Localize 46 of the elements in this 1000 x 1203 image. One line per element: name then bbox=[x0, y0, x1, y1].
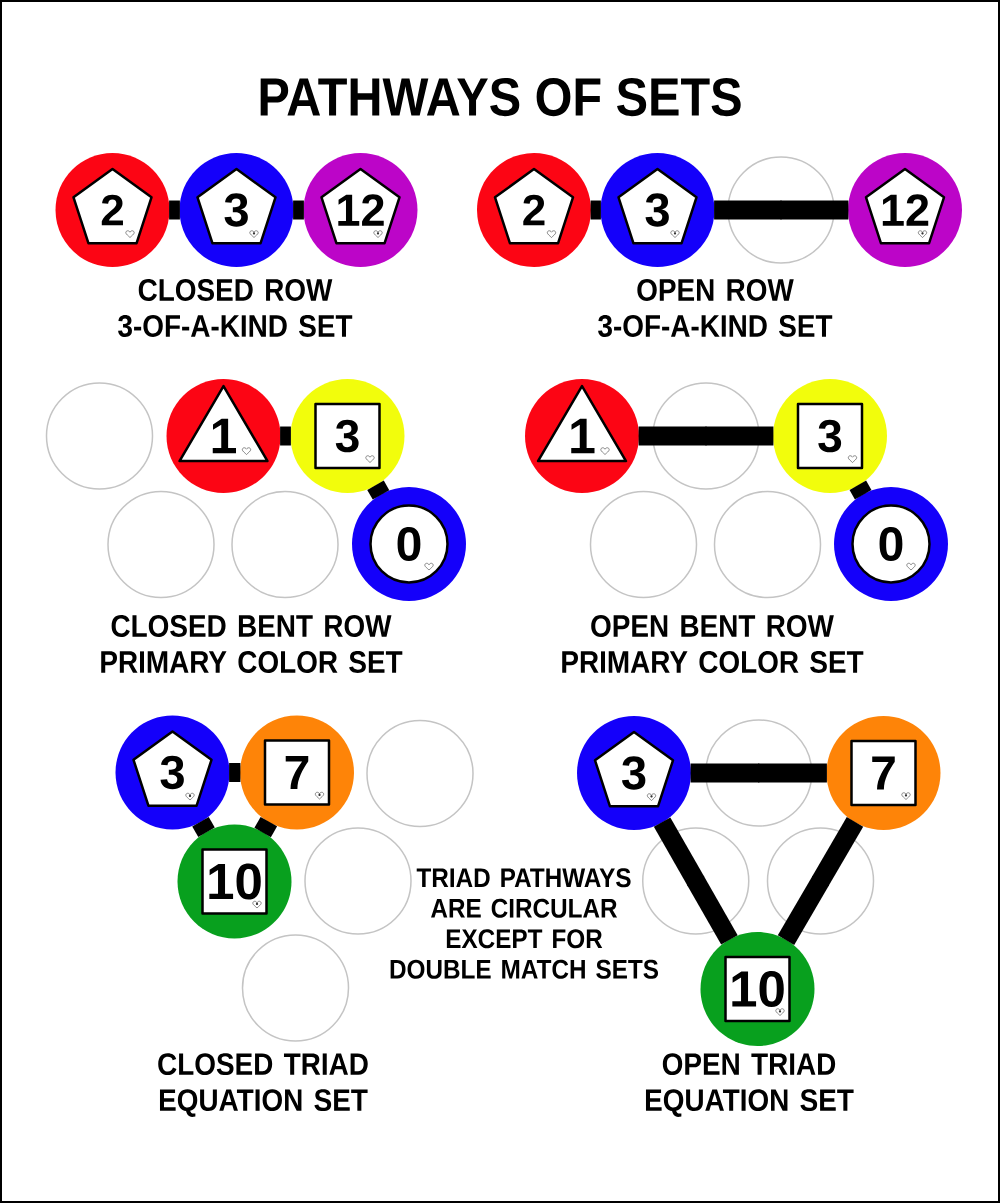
number-token: 3 bbox=[577, 716, 691, 830]
caption: CLOSED BENT ROW PRIMARY COLOR SET bbox=[101, 615, 403, 673]
empty-circle bbox=[241, 934, 350, 1042]
empty-circle bbox=[652, 382, 760, 490]
caption: OPEN ROW 3-OF-A-KIND SET bbox=[598, 279, 833, 337]
connector-line bbox=[293, 200, 304, 220]
empty-circle bbox=[231, 490, 339, 599]
connector-line bbox=[280, 426, 291, 446]
empty-circle bbox=[705, 719, 813, 827]
number-token: 3 bbox=[290, 379, 405, 493]
empty-circle bbox=[727, 156, 835, 264]
connector-line bbox=[849, 480, 872, 500]
empty-circle bbox=[642, 827, 750, 935]
number-token: 10 bbox=[700, 932, 815, 1046]
number-token: 12 bbox=[848, 153, 962, 267]
caption: OPEN BENT ROW PRIMARY COLOR SET bbox=[562, 615, 864, 673]
number-token: 10 bbox=[177, 824, 292, 939]
number-token: 7 bbox=[826, 716, 941, 830]
note-text: TRIAD PATHWAYS ARE CIRCULAR EXCEPT FOR DOUBLE MATCH SETS bbox=[390, 868, 658, 979]
number-token: 3 bbox=[179, 153, 294, 267]
number-token: 1 bbox=[525, 379, 639, 493]
number-token: 0 bbox=[352, 487, 466, 601]
connector-line bbox=[254, 816, 278, 838]
number-token: 3 bbox=[115, 715, 230, 830]
number-token: 2 bbox=[477, 153, 591, 267]
empty-circle bbox=[766, 827, 875, 935]
empty-circle bbox=[713, 490, 822, 599]
caption: CLOSED ROW 3-OF-A-KIND SET bbox=[118, 279, 353, 337]
connector-line bbox=[169, 200, 180, 220]
number-token: 3 bbox=[773, 379, 887, 493]
empty-circle bbox=[107, 490, 215, 599]
connector-line bbox=[229, 763, 241, 782]
empty-circle bbox=[366, 719, 474, 828]
number-token: 1 bbox=[166, 379, 281, 493]
connector-line bbox=[590, 200, 601, 220]
number-token: 0 bbox=[834, 487, 948, 601]
connector-line bbox=[367, 480, 390, 500]
empty-circle bbox=[589, 490, 698, 599]
title: PATHWAYS OF SETS bbox=[260, 77, 741, 117]
empty-circle bbox=[304, 827, 412, 935]
number-token: 7 bbox=[240, 715, 354, 830]
empty-circle bbox=[45, 382, 154, 490]
connector-line bbox=[192, 817, 215, 837]
number-token: 12 bbox=[303, 153, 418, 267]
number-token: 2 bbox=[55, 153, 170, 267]
number-token: 3 bbox=[600, 153, 715, 267]
